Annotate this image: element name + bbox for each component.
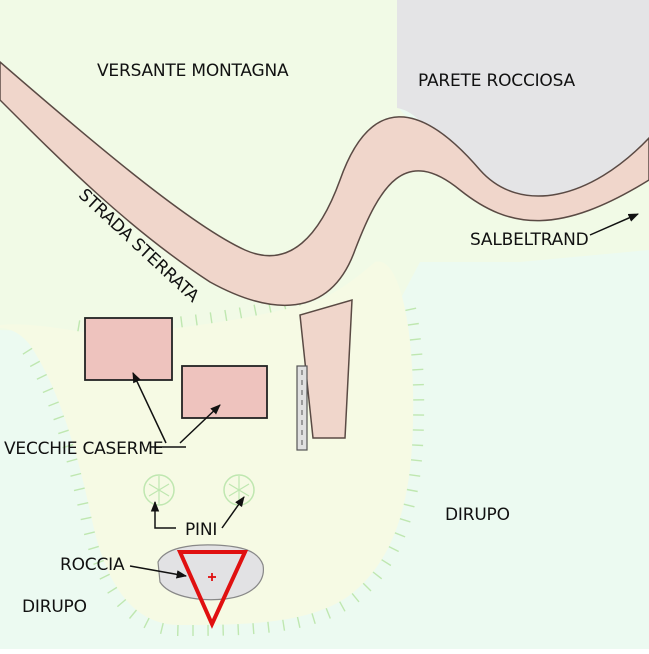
- label-cliff-left: DIRUPO: [22, 597, 87, 617]
- barracks-building-2: [182, 366, 267, 418]
- hachure-tick: [412, 369, 423, 370]
- hachure-tick: [253, 623, 254, 634]
- road-barrier: [297, 366, 307, 450]
- label-mountain-slope: VERSANTE MONTAGNA: [97, 61, 289, 81]
- label-destination: SALBELTRAND: [470, 230, 589, 250]
- label-old-barracks: VECCHIE CASERME: [4, 439, 163, 459]
- label-cliff-right: DIRUPO: [445, 505, 510, 525]
- hachure-tick: [412, 445, 423, 446]
- label-pines: PINI: [185, 520, 217, 540]
- hachure-tick: [238, 624, 239, 635]
- barracks-building-1: [85, 318, 172, 380]
- hachure-tick: [411, 354, 422, 355]
- label-rock-wall: PARETE ROCCIOSA: [418, 71, 576, 91]
- label-rock: ROCCIA: [60, 555, 125, 575]
